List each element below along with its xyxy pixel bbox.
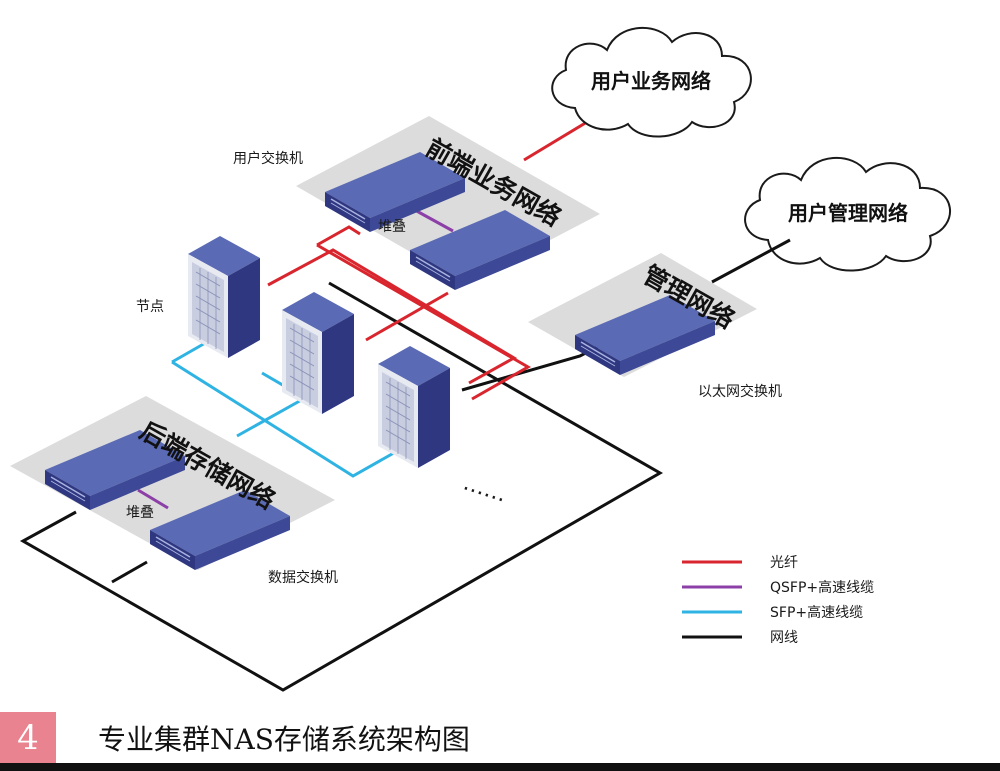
qsfp-stack-back	[137, 488, 169, 510]
legend-label-ethernet: 网线	[770, 630, 798, 646]
cloud-icon: 用户管理网络	[744, 157, 952, 272]
stack-back-label: 堆叠	[126, 505, 154, 521]
fiber-cables	[267, 120, 588, 401]
cloud-management-label: 用户管理网络	[788, 201, 908, 225]
management-uplink	[711, 238, 791, 284]
caption-underline	[0, 763, 1000, 771]
legend-label-qsfp: QSFP+高速线缆	[770, 579, 874, 596]
user-switch-label: 用户交换机	[233, 150, 303, 167]
legend: 光纤 QSFP+高速线缆 SFP+高速线缆 网线	[682, 555, 874, 646]
legend-label-sfp: SFP+高速线缆	[770, 604, 863, 621]
node-server-3	[377, 345, 451, 469]
caption-number-badge: 4	[0, 712, 56, 763]
ethernet-switch-label: 以太网交换机	[698, 383, 782, 400]
node-server-1	[187, 235, 261, 359]
node-server-2	[281, 291, 355, 415]
more-nodes-ellipsis: ……	[460, 470, 510, 507]
figure-caption: 4 专业集群NAS存储系统架构图	[0, 712, 1000, 771]
stack-front-label: 堆叠	[378, 219, 406, 235]
cloud-business-label: 用户业务网络	[591, 69, 711, 93]
caption-title: 专业集群NAS存储系统架构图	[98, 723, 470, 756]
node-label: 节点	[136, 299, 164, 315]
cloud-icon: 用户业务网络	[551, 27, 752, 138]
legend-label-fiber: 光纤	[770, 555, 798, 571]
qsfp-stack-front	[412, 207, 454, 233]
architecture-diagram: 用户业务网络 用户管理网络 前端业务网络 管理网络 后端存储网络 用户交换机 堆…	[10, 27, 952, 692]
data-switch-label: 数据交换机	[268, 569, 338, 586]
